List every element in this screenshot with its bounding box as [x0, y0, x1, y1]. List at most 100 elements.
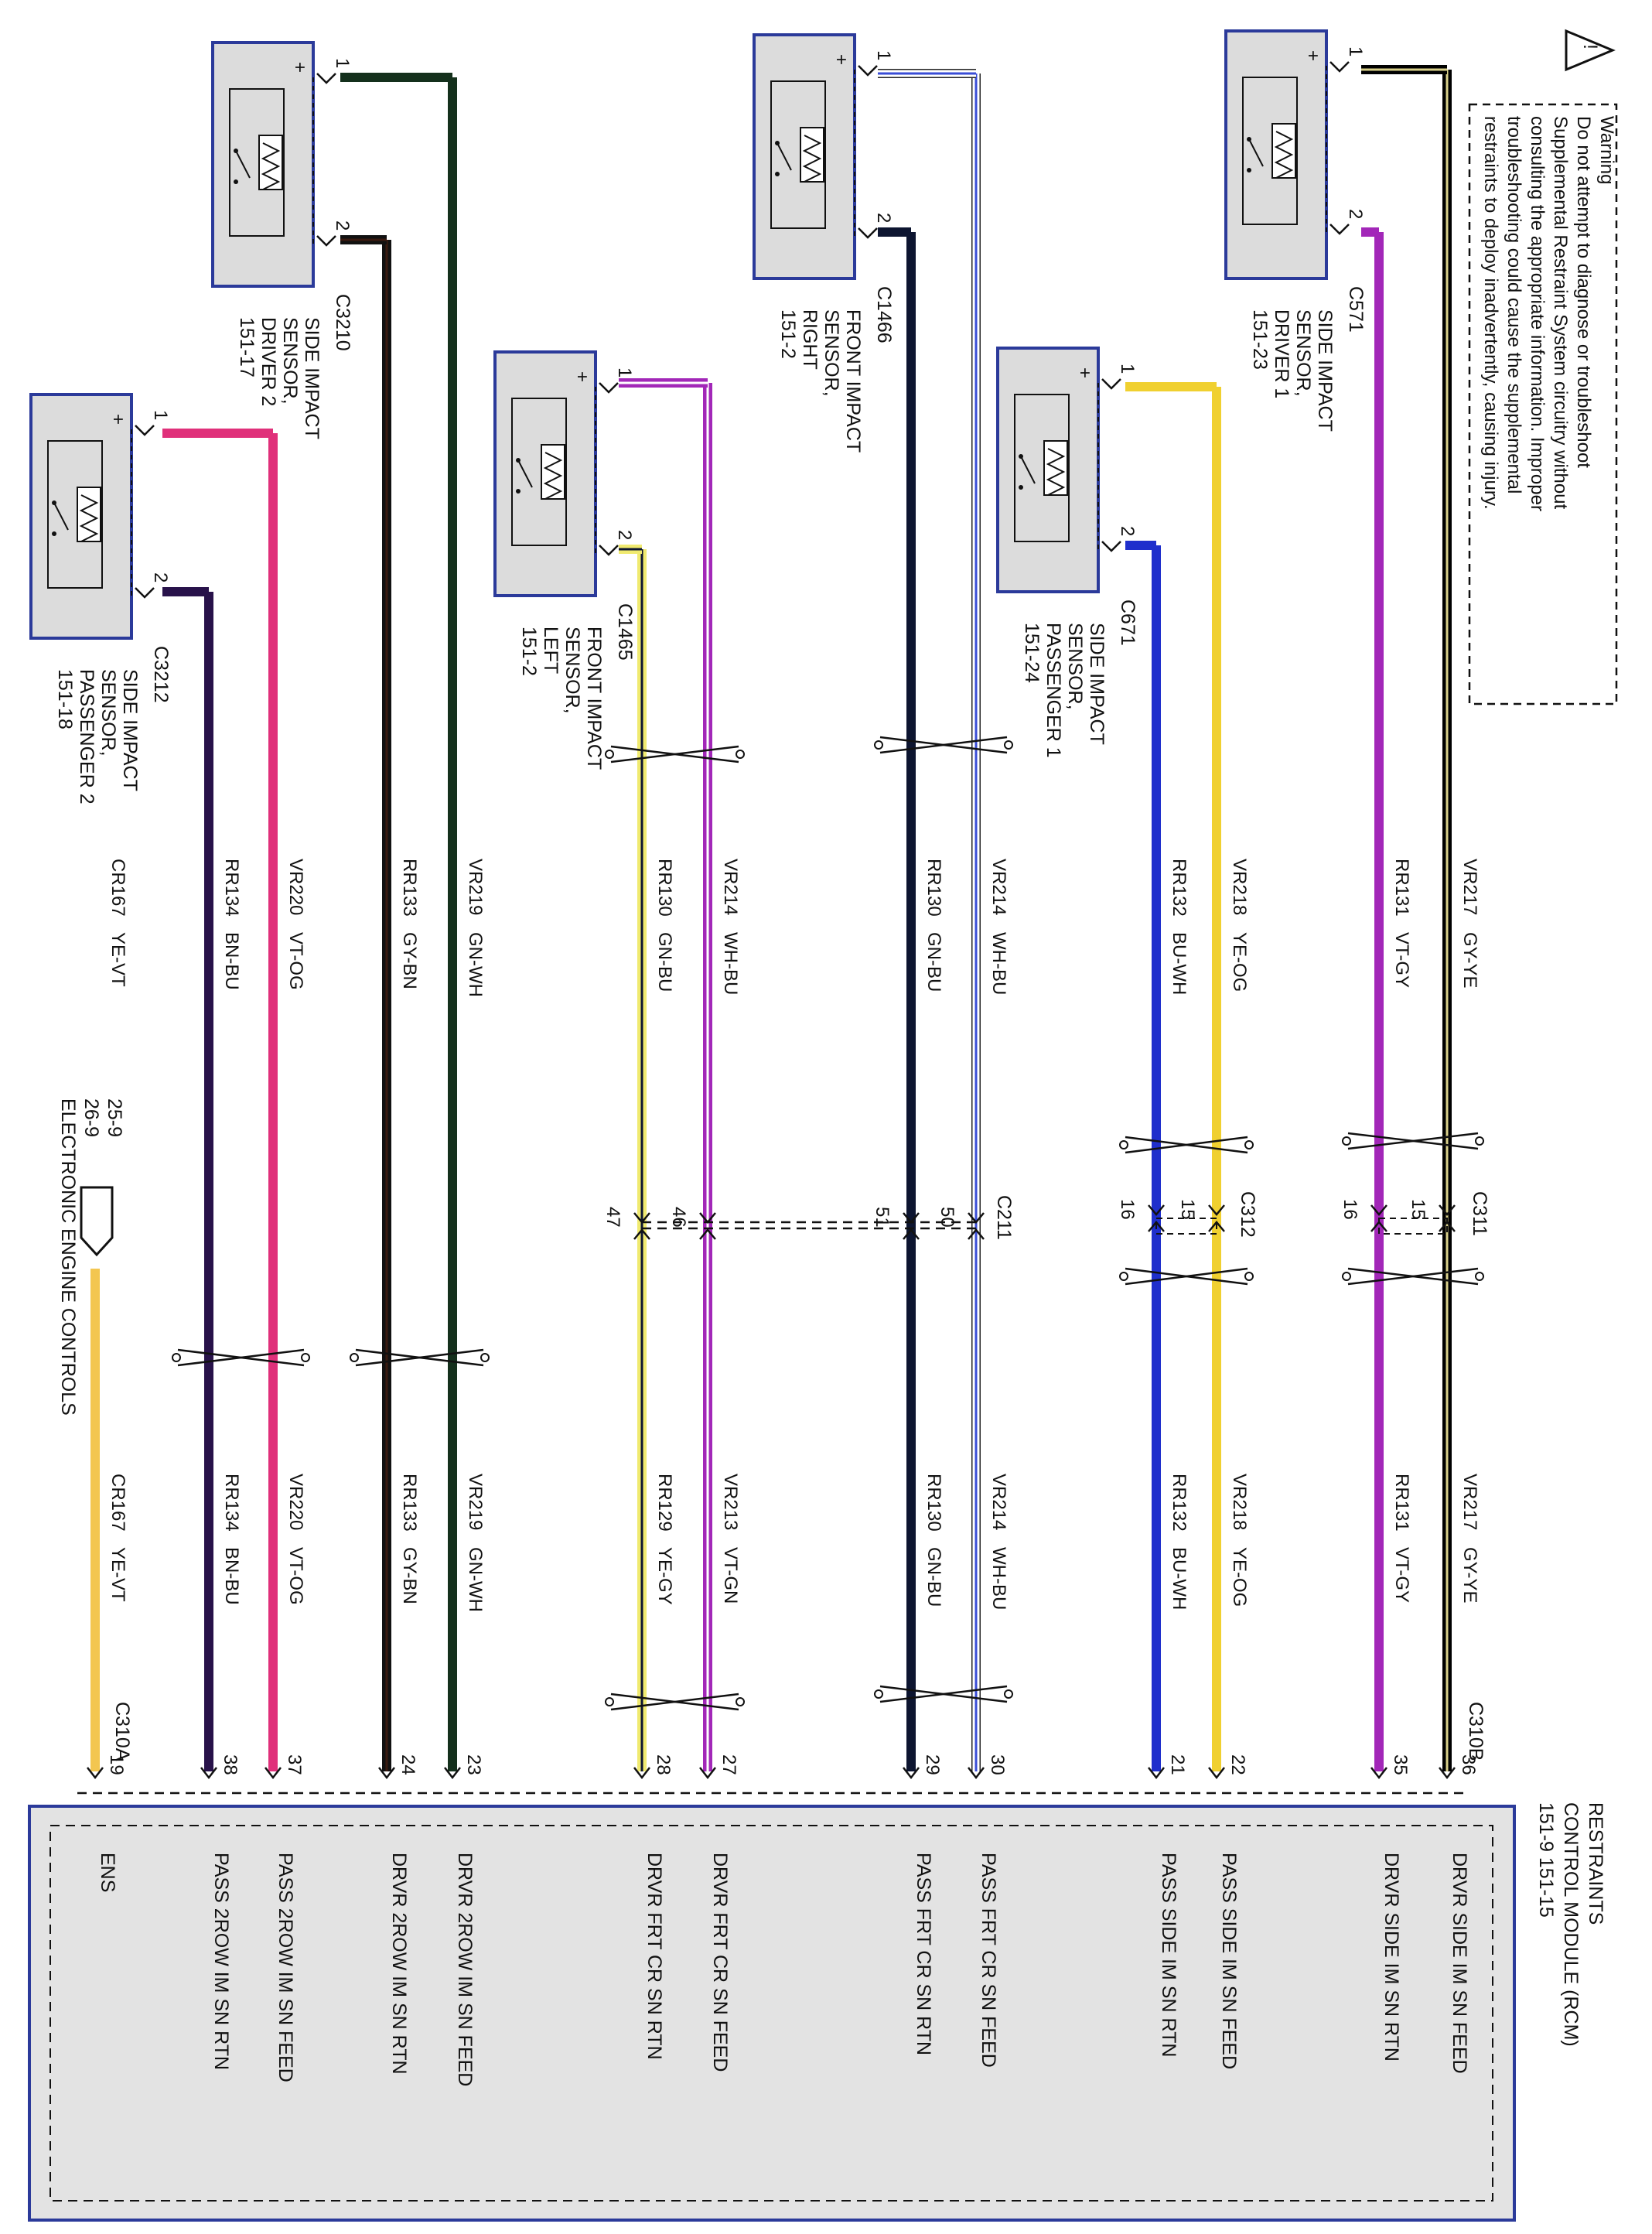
twisted-pair-marker [350, 1348, 490, 1367]
sensor-connector-name: C3212 [150, 646, 172, 703]
inline-pin-number: 16 [1117, 1199, 1138, 1220]
circuit-label: RR130 [923, 859, 944, 917]
sensor-pin-arrow [599, 382, 619, 394]
module-inner-dashed [49, 1825, 1493, 2202]
sensor-s5: + [211, 41, 336, 288]
sensor-switch-dot [1247, 137, 1251, 142]
sensor-switch-dot [775, 172, 780, 176]
circuit-label: VR214 [720, 859, 741, 915]
sensor-switch-dot [775, 141, 780, 145]
sensor-resistor-zigzag [79, 494, 99, 542]
sensor-pin-number: 1 [1117, 364, 1138, 374]
sensor-pin-number: 2 [1345, 209, 1366, 219]
wire-30 [968, 73, 985, 1780]
twist-end [1119, 1272, 1128, 1281]
inline-pin-arrow [1208, 1221, 1225, 1232]
module-name: 151-9 151-15 [1535, 1802, 1557, 1918]
sensor-switch-dot [1019, 454, 1023, 459]
color-label: BU-WH [1169, 1547, 1190, 1610]
circuit-label: VR219 [465, 1474, 486, 1530]
sensor-resistor-zigzag [1274, 131, 1294, 179]
twisted-pair-marker [605, 745, 745, 763]
twist-line [610, 1693, 739, 1711]
sensor-circuit [1242, 77, 1298, 225]
sensor-switch [517, 459, 533, 488]
module-name: RESTRAINTS [1585, 1802, 1606, 1925]
sensor-pin-arrow [858, 65, 878, 77]
module-pin-number: 23 [463, 1754, 484, 1775]
twist-end [874, 1689, 883, 1699]
off-page-connector-icon [80, 1186, 114, 1257]
sensor-label: SIDE IMPACT [301, 317, 323, 439]
sensor-label: RIGHT [799, 309, 821, 370]
sensor-switch-dot [52, 531, 56, 536]
sensor-label: LEFT [540, 627, 561, 674]
sensor-plus: + [289, 62, 310, 73]
twist-end [1004, 1689, 1013, 1699]
circuit-label: VR220 [285, 1474, 306, 1530]
wire-27 [699, 383, 716, 1780]
sensor-switch [53, 502, 69, 531]
sensor-plus: + [1302, 50, 1323, 61]
connectors-layer: ! [80, 29, 1618, 1257]
module-pin-number: 35 [1390, 1754, 1411, 1775]
module-pin-number: 28 [653, 1754, 674, 1775]
module-pin-number: 24 [398, 1754, 418, 1775]
inline-pin-arrow [903, 1228, 920, 1240]
circuit-label: RR129 [654, 1474, 675, 1532]
inline-pin-number: 46 [668, 1207, 689, 1228]
sensor-switch-dot [234, 179, 238, 184]
inline-pin-arrow [1439, 1204, 1456, 1216]
ens-reference-text: 25-9 [104, 1098, 125, 1137]
wire-arrow [1148, 1767, 1165, 1780]
module-pin-number: 38 [220, 1754, 241, 1775]
sensor-pin-arrow [316, 73, 336, 84]
module-pin-number: 36 [1458, 1754, 1479, 1775]
wire-21 [1148, 545, 1165, 1780]
circuit-label: VR220 [285, 859, 306, 915]
twist-end [1475, 1272, 1484, 1281]
sensor-label: SIDE IMPACT [1314, 309, 1336, 432]
twist-line [355, 1348, 484, 1367]
sensor-label: 151-2 [777, 309, 799, 359]
circuit-label: RR131 [1391, 1474, 1412, 1532]
module-connector-name: C310B [1465, 1702, 1486, 1761]
inline-pin-arrow [633, 1228, 650, 1240]
color-label: VT-GY [1391, 932, 1412, 988]
sensor-connector-name: C3210 [332, 294, 353, 351]
wire-arrow [265, 1767, 282, 1780]
circuit-label: VR218 [1229, 1474, 1250, 1530]
color-label: VT-GY [1391, 1547, 1412, 1603]
sensor-pin-number: 1 [614, 367, 635, 377]
sensor-switch-dot [516, 489, 521, 494]
color-label: VT-GN [720, 1547, 741, 1604]
sensor-label: 151-23 [1249, 309, 1271, 370]
color-label: WH-BU [988, 1547, 1009, 1610]
twist-end [1244, 1272, 1254, 1281]
wire-23 [444, 77, 461, 1780]
inline-pin-arrow [1148, 1204, 1165, 1216]
color-label: GN-BU [923, 1547, 944, 1607]
twist-line [1125, 1136, 1248, 1154]
inline-connector-box [640, 1221, 978, 1230]
color-label: GN-WH [465, 932, 486, 997]
sensor-label: PASSENGER 2 [76, 669, 97, 804]
sensor-pin-number: 1 [150, 410, 171, 420]
sensor-pin-number: 1 [873, 50, 894, 60]
wire-arrow [1370, 1767, 1387, 1780]
twist-line [610, 745, 739, 763]
module-pin-function: DRVR 2ROW IM SN RTN [388, 1853, 410, 2075]
inline-connector-box [1378, 1218, 1448, 1235]
sensor-s1: + [1224, 29, 1350, 280]
sensor-switch [1248, 138, 1264, 167]
twist-end [1342, 1136, 1351, 1146]
sensor-pin-arrow [135, 587, 155, 599]
module-pin-number: 29 [922, 1754, 943, 1775]
inline-pin-arrow [968, 1228, 985, 1240]
sensor-switch-dot [234, 149, 238, 153]
wire-19 [87, 1269, 104, 1780]
circuit-label: RR133 [399, 1474, 420, 1532]
twist-end [874, 740, 883, 750]
module-pin-function: PASS 2ROW IM SN RTN [210, 1853, 232, 2070]
color-label: YE-VT [108, 932, 128, 987]
